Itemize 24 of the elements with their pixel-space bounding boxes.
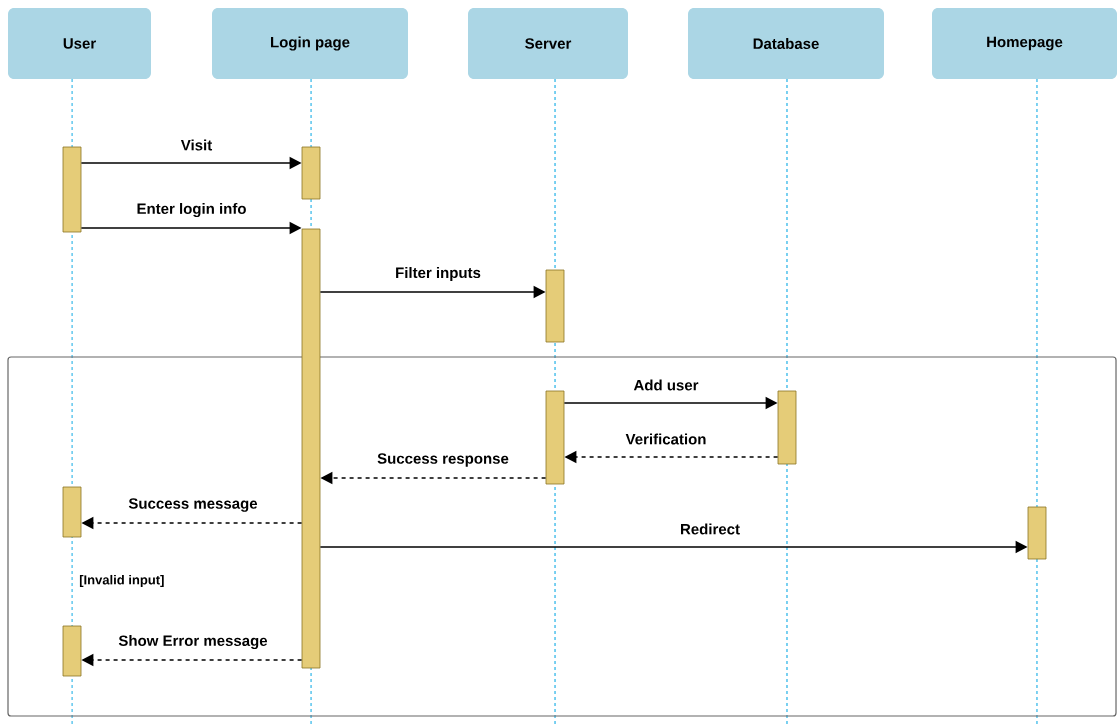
edge-label: Redirect — [679, 522, 741, 536]
lifeline-header: Database — [688, 8, 884, 79]
edge-label: Success message — [127, 497, 259, 513]
lifeline-header: Server — [468, 8, 628, 79]
lifeline-header: Login page — [212, 8, 408, 79]
activation-bar — [545, 390, 565, 485]
edge-label: Visit — [179, 138, 214, 152]
activation-bar — [62, 146, 82, 233]
activation-bar — [777, 390, 797, 465]
lifeline-header: User — [8, 8, 151, 79]
activation-bar — [62, 625, 82, 677]
activation-bar — [301, 146, 321, 200]
edge-label: Show Error message — [117, 634, 269, 651]
edge-label: Enter login info — [135, 202, 248, 219]
activation-bar — [545, 269, 565, 343]
edge-label: Success response — [376, 452, 510, 468]
guard-label: [Invalid input] — [79, 574, 164, 588]
activation-bar — [1027, 506, 1047, 560]
activation-bar — [62, 486, 82, 538]
edge-label: Add user — [632, 378, 700, 392]
edge-label: Filter inputs — [394, 266, 482, 282]
edge-label: Verification — [624, 432, 708, 446]
lifeline-header: Homepage — [932, 8, 1117, 79]
activation-bar — [301, 228, 321, 669]
